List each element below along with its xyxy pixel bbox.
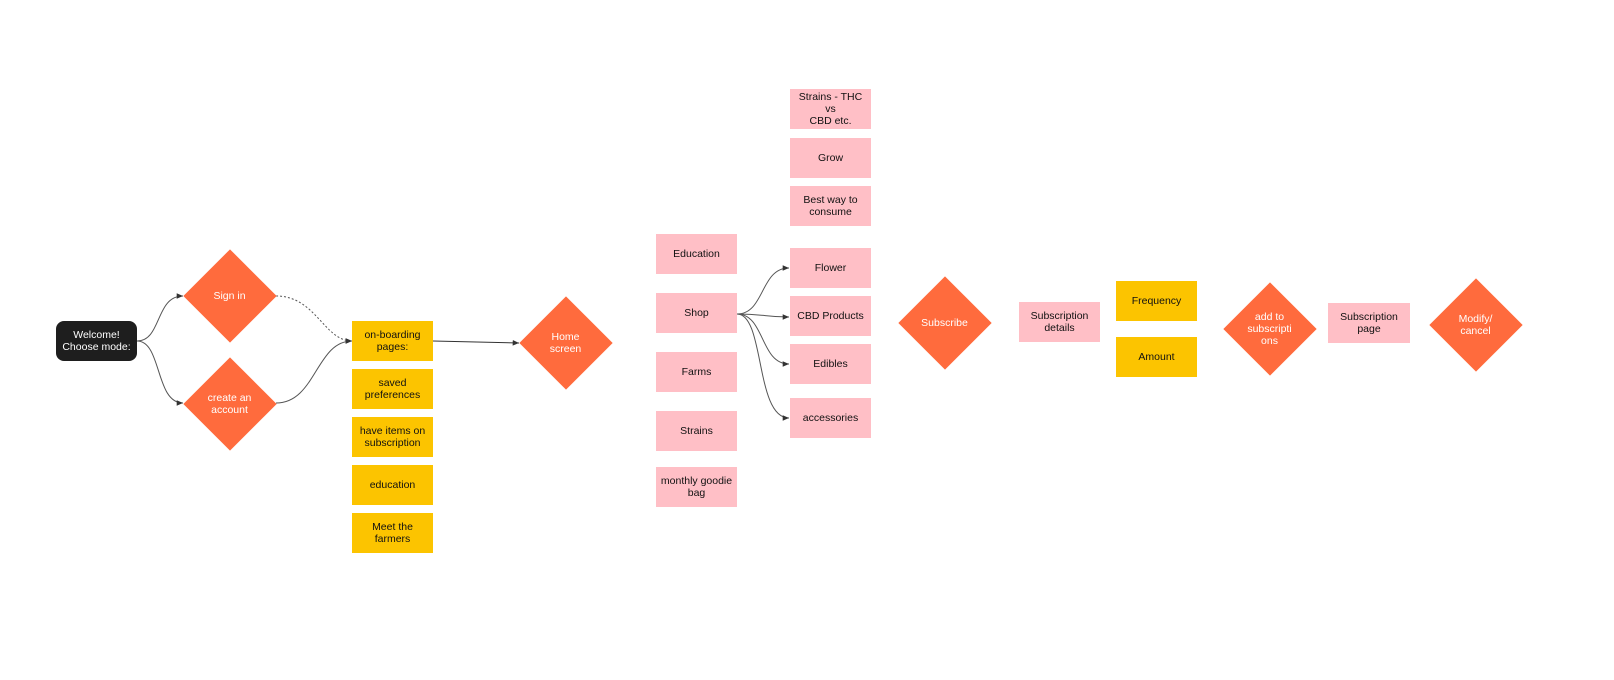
grow-label: Grow: [817, 152, 844, 164]
farms-label: Farms: [681, 366, 712, 378]
farms-node[interactable]: Farms: [656, 352, 737, 392]
subscription-page-node[interactable]: Subscription page: [1328, 303, 1410, 343]
edge-sign-in-onboarding: [275, 295, 353, 344]
modify-cancel-decision[interactable]: Modify/ cancel: [1428, 277, 1523, 372]
create-account-label: create an account: [207, 391, 252, 416]
meet-farmers-node[interactable]: Meet the farmers: [352, 513, 433, 553]
education-onboarding-label: education: [369, 479, 416, 491]
sign-in-decision[interactable]: Sign in: [182, 248, 277, 343]
onboarding-node[interactable]: on-boarding pages:: [352, 321, 433, 361]
have-items-node[interactable]: have items on subscription: [352, 417, 433, 457]
have-items-label: have items on subscription: [359, 425, 426, 449]
strains-label: Strains: [680, 425, 713, 437]
saved-preferences-label: saved preferences: [364, 377, 421, 401]
edge-welcome-create-account: [136, 340, 184, 406]
edibles-label: Edibles: [813, 358, 848, 370]
edge-create-account-onboarding: [275, 338, 353, 404]
sign-in-label: Sign in: [213, 289, 246, 302]
flower-node[interactable]: Flower: [790, 248, 871, 288]
monthly-goodie-bag-node[interactable]: monthly goodie bag: [656, 467, 737, 507]
meet-farmers-label: Meet the farmers: [372, 521, 413, 545]
strains-thc-cbd-label: Strains - THC vs CBD etc.: [798, 91, 863, 127]
edibles-node[interactable]: Edibles: [790, 344, 871, 384]
best-way-label: Best way to consume: [803, 194, 858, 218]
education-onboarding-node[interactable]: education: [352, 465, 433, 505]
subscribe-label: Subscribe: [921, 316, 968, 329]
subscribe-decision[interactable]: Subscribe: [897, 275, 992, 370]
frequency-label: Frequency: [1131, 295, 1182, 307]
frequency-node[interactable]: Frequency: [1116, 281, 1197, 321]
cbd-products-label: CBD Products: [797, 310, 864, 322]
subscription-details-label: Subscription details: [1030, 310, 1089, 334]
home-screen-decision[interactable]: Home screen: [518, 295, 613, 390]
modify-cancel-label: Modify/ cancel: [1458, 312, 1493, 337]
shop-node[interactable]: Shop: [656, 293, 737, 333]
onboarding-label: on-boarding pages:: [364, 329, 421, 353]
subscription-details-node[interactable]: Subscription details: [1019, 302, 1100, 342]
best-way-node[interactable]: Best way to consume: [790, 186, 871, 226]
add-to-subscriptions-label: add to subscripti ons: [1247, 310, 1292, 347]
edge-welcome-sign-in: [136, 293, 184, 342]
edge-shop-cbd-products: [736, 313, 790, 320]
monthly-goodie-bag-label: monthly goodie bag: [660, 475, 733, 499]
education-label: Education: [673, 248, 720, 260]
subscription-page-label: Subscription page: [1340, 311, 1398, 335]
add-to-subscriptions-decision[interactable]: add to subscripti ons: [1222, 281, 1317, 376]
edge-shop-accessories: [736, 313, 790, 421]
welcome-node[interactable]: Welcome! Choose mode:: [56, 321, 137, 361]
create-account-decision[interactable]: create an account: [182, 356, 277, 451]
grow-node[interactable]: Grow: [790, 138, 871, 178]
saved-preferences-node[interactable]: saved preferences: [352, 369, 433, 409]
amount-node[interactable]: Amount: [1116, 337, 1197, 377]
home-screen-label: Home screen: [549, 330, 582, 355]
accessories-label: accessories: [802, 412, 859, 424]
shop-label: Shop: [684, 307, 709, 319]
edge-onboarding-home: [432, 340, 520, 346]
strains-thc-cbd-node[interactable]: Strains - THC vs CBD etc.: [790, 89, 871, 129]
flower-label: Flower: [814, 262, 847, 274]
strains-node[interactable]: Strains: [656, 411, 737, 451]
cbd-products-node[interactable]: CBD Products: [790, 296, 871, 336]
accessories-node[interactable]: accessories: [790, 398, 871, 438]
welcome-label: Welcome! Choose mode:: [62, 329, 131, 353]
edge-shop-edibles: [736, 313, 790, 367]
edge-shop-flower: [736, 265, 790, 315]
amount-label: Amount: [1138, 351, 1175, 363]
education-node[interactable]: Education: [656, 234, 737, 274]
